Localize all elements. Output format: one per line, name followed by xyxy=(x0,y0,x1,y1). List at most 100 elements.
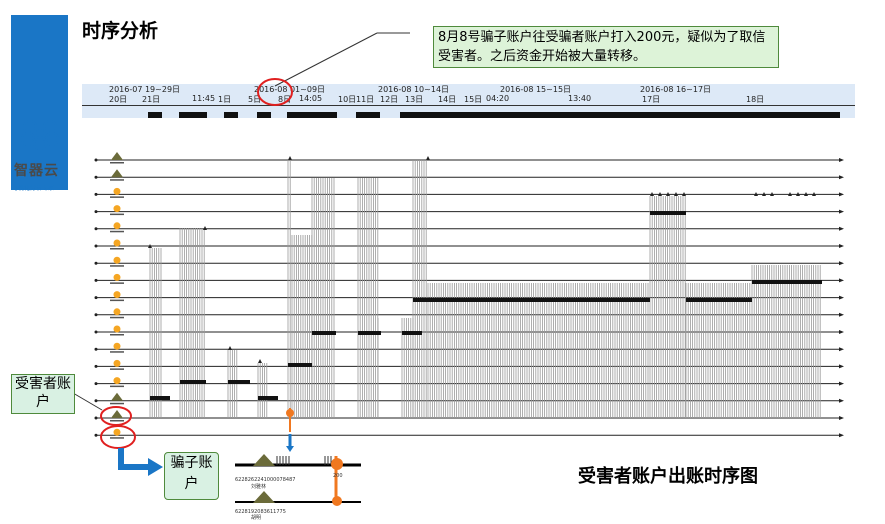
brand-name: 智器云 xyxy=(14,163,59,179)
lane-start-dot xyxy=(94,192,98,196)
tick-label: 18日 xyxy=(746,95,765,104)
inset-account-number: 6228262241000078487 xyxy=(235,477,296,483)
transfer-arrowhead xyxy=(682,192,686,196)
activity-bar xyxy=(400,112,840,118)
account-triangle-icon xyxy=(111,152,123,160)
tick-label: 12日 xyxy=(380,95,399,104)
activity-bar xyxy=(224,112,238,118)
lane-end-arrow xyxy=(839,330,844,334)
range-label: 2016-08 15~15日 xyxy=(500,85,572,94)
range-label: 2016-08 01~09日 xyxy=(254,85,326,94)
lane-start-dot xyxy=(94,364,98,368)
tick-label: 13日 xyxy=(405,95,424,104)
transfer-arrowhead xyxy=(762,192,766,196)
account-label-mark xyxy=(110,420,124,422)
transfer-arrowhead xyxy=(258,359,262,363)
lane-end-arrow xyxy=(839,244,844,248)
transfer-arrowhead xyxy=(754,192,758,196)
transfer-cluster-bar xyxy=(150,396,170,400)
lane-end-arrow xyxy=(839,209,844,214)
range-label: 2016-08 16~17日 xyxy=(640,85,712,94)
timeline-strip[interactable]: 2016-07 19~29日 2016-08 01~09日 2016-08 10… xyxy=(82,84,855,118)
lane-start-dot xyxy=(94,278,98,282)
transfer-cluster-bar xyxy=(230,380,250,384)
transfer-cluster-bar xyxy=(186,380,206,384)
activity-bar xyxy=(356,112,380,118)
account-node-icon xyxy=(113,205,121,213)
account-label-mark xyxy=(110,351,124,353)
transfer-arrowhead xyxy=(148,244,152,248)
inset-drawing xyxy=(235,454,361,506)
victim-account-label: 受害者账户 xyxy=(11,374,75,414)
account-node-icon xyxy=(113,291,121,299)
lane-start-dot xyxy=(94,330,98,334)
lane-start-dot xyxy=(94,296,98,300)
tick-label: 11:45 xyxy=(192,94,216,103)
tick-label: 1日 xyxy=(218,95,232,104)
account-triangle-icon xyxy=(253,454,275,466)
tick-label: 13:40 xyxy=(568,94,592,103)
lane-start-dot xyxy=(94,433,98,437)
victim-leader xyxy=(72,392,103,411)
account-triangle-icon xyxy=(111,410,123,418)
brand-subtitle: 可视化分析专家 xyxy=(12,185,55,192)
account-label-mark xyxy=(110,196,124,198)
account-label-mark xyxy=(110,265,124,267)
account-node-icon xyxy=(113,325,121,333)
transfer-cluster-bar xyxy=(686,298,752,302)
account-node-icon xyxy=(113,308,121,316)
tick-label: 5日 xyxy=(248,95,262,104)
transfer-arrowhead xyxy=(426,156,430,160)
transfer-cluster-bar xyxy=(402,331,422,335)
range-label: 2016-08 10~14日 xyxy=(378,85,450,94)
lane-start-dot xyxy=(94,210,98,214)
account-label-mark xyxy=(110,385,124,388)
inset-amount: 200 xyxy=(333,473,343,479)
victim-account-highlight xyxy=(100,406,132,426)
transfer-arrowhead xyxy=(288,156,292,160)
account-node-icon xyxy=(113,222,121,230)
lane-end-arrow xyxy=(839,278,844,283)
account-node-icon xyxy=(113,187,121,195)
tick-label: 14日 xyxy=(438,95,457,104)
transfer-cluster-bar xyxy=(288,363,292,367)
account-label-mark xyxy=(110,213,124,216)
lane-start-dot xyxy=(94,382,98,386)
brand-sidebar xyxy=(11,15,68,190)
account-label-mark xyxy=(110,334,124,336)
lane-start-dot xyxy=(94,175,98,179)
tick-label: 11日 xyxy=(356,95,375,104)
transfer-cluster-bar xyxy=(413,298,428,302)
tick-label: 15日 xyxy=(464,95,483,104)
timeline-highlight xyxy=(257,78,293,106)
transfer-arrowhead xyxy=(228,346,232,350)
lane-end-arrow xyxy=(839,433,844,438)
transfer-arrowhead xyxy=(788,192,792,196)
transfer-cluster-bar xyxy=(650,211,686,215)
lane-start-dot xyxy=(94,347,98,351)
tick-label: 17日 xyxy=(642,95,661,104)
activity-bar xyxy=(257,112,271,118)
lane-start-dot xyxy=(94,158,98,162)
account-label-mark xyxy=(110,230,124,233)
lane-end-arrow xyxy=(839,158,844,162)
lane-end-arrow xyxy=(839,312,844,317)
account-label-mark xyxy=(110,299,124,302)
lane-start-dot xyxy=(94,313,98,317)
lane-start-dot xyxy=(94,227,98,231)
lane-start-dot xyxy=(94,261,98,265)
inset-account-name: 胡明 xyxy=(251,515,262,521)
blue-arrow-head xyxy=(286,446,294,452)
transfer-arrowhead xyxy=(666,192,670,196)
figure-caption: 受害者账户出账时序图 xyxy=(578,466,758,487)
lane-start-dot xyxy=(94,416,98,420)
lane-end-arrow xyxy=(839,175,844,180)
page-title: 时序分析 xyxy=(82,20,159,42)
transfer-arrowhead xyxy=(804,192,808,196)
account-node-icon xyxy=(113,239,121,247)
account-node-icon xyxy=(113,377,121,385)
transfer-arrowhead xyxy=(796,192,800,196)
tick-label: 21日 xyxy=(142,95,161,104)
tick-label: 10日 xyxy=(338,95,357,104)
